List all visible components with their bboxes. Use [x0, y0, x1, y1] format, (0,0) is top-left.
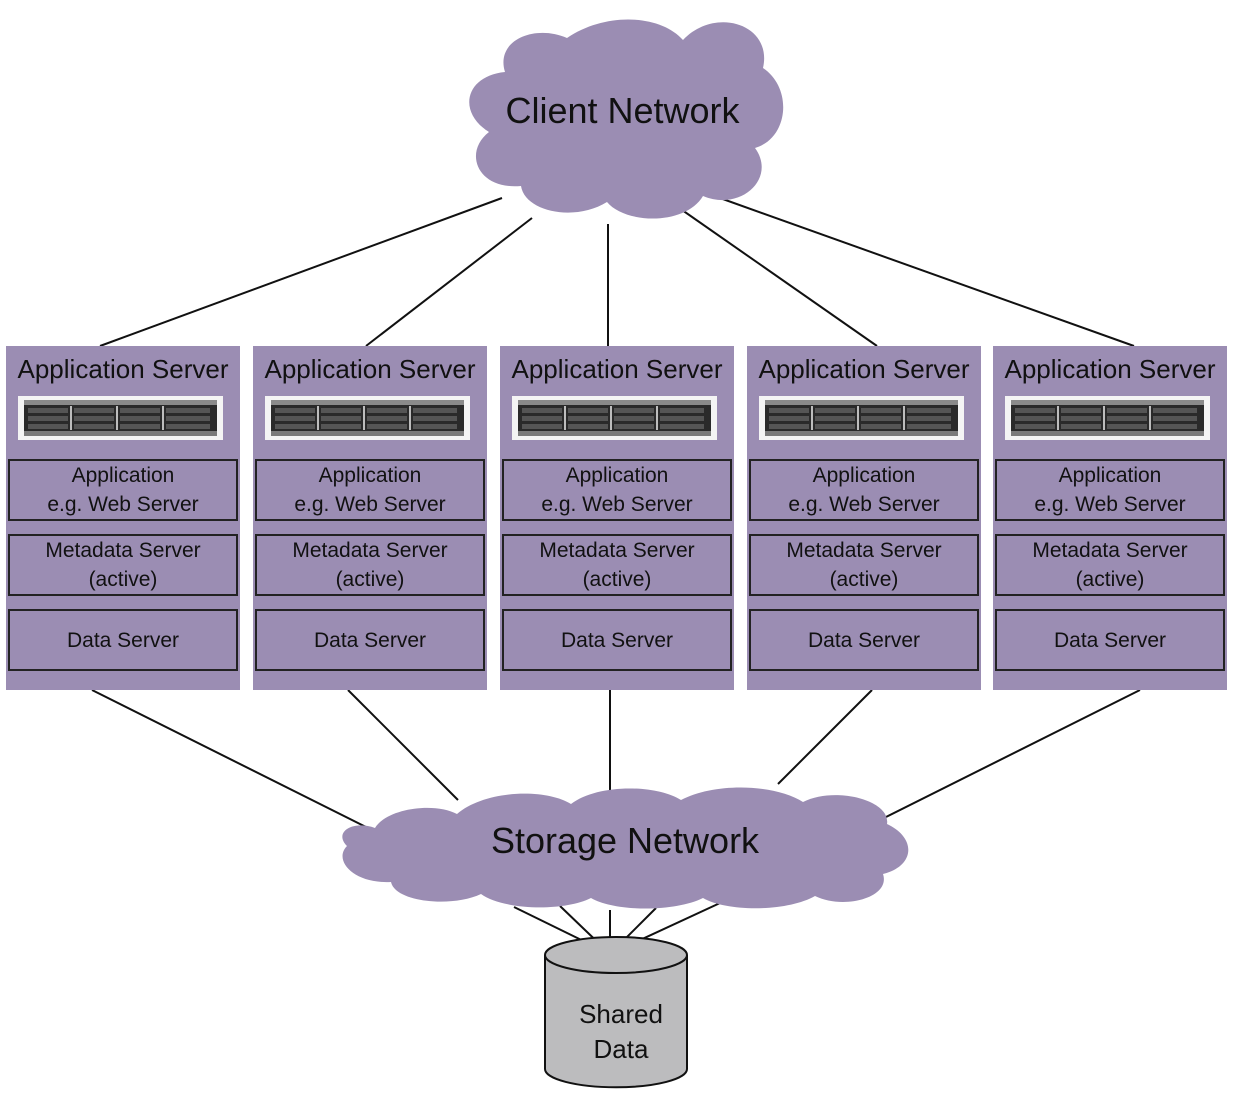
application-layer: Application e.g. Web Server	[995, 459, 1225, 521]
client-link-4	[661, 195, 878, 347]
application-layer: Application e.g. Web Server	[502, 459, 732, 521]
metadata-server-label: Metadata Server	[45, 539, 201, 562]
application-server-4: Application Server Application e.g. Web …	[747, 346, 981, 690]
application-server-2: Application Server Application e.g. Web …	[253, 346, 487, 690]
client-link-1	[99, 197, 503, 347]
data-server-layer: Data Server	[995, 609, 1225, 671]
metadata-server-status: (active)	[1075, 568, 1145, 591]
metadata-server-status: (active)	[582, 568, 652, 591]
data-server-layer: Data Server	[749, 609, 979, 671]
client-network-label: Client Network	[505, 90, 740, 131]
storage-network-label: Storage Network	[490, 820, 760, 861]
storage-link-2	[347, 689, 459, 801]
client-link-5	[705, 192, 1135, 347]
server-rack-icon	[265, 396, 470, 440]
server-rack-icon	[1005, 396, 1210, 440]
storage-link-5	[883, 689, 1141, 819]
application-label: Application	[565, 464, 669, 487]
metadata-server-layer: Metadata Server (active)	[255, 534, 485, 596]
application-example: e.g. Web Server	[541, 493, 693, 516]
metadata-server-label: Metadata Server	[292, 539, 448, 562]
metadata-server-status: (active)	[829, 568, 899, 591]
metadata-server-label: Metadata Server	[1032, 539, 1188, 562]
application-example: e.g. Web Server	[294, 493, 446, 516]
server-rack-icon	[18, 396, 223, 440]
data-server-label: Data Server	[313, 628, 427, 652]
data-server-layer: Data Server	[8, 609, 238, 671]
server-title: Application Server	[264, 354, 476, 384]
application-example: e.g. Web Server	[788, 493, 940, 516]
shared-label-line-1: Shared	[579, 999, 663, 1029]
server-rack-icon	[759, 396, 964, 440]
data-server-label: Data Server	[560, 628, 674, 652]
server-title: Application Server	[17, 354, 229, 384]
metadata-server-layer: Metadata Server (active)	[502, 534, 732, 596]
application-label: Application	[1058, 464, 1162, 487]
metadata-server-status: (active)	[335, 568, 405, 591]
application-label: Application	[318, 464, 422, 487]
storage-link-4	[777, 689, 873, 785]
application-layer: Application e.g. Web Server	[749, 459, 979, 521]
storage-network-cloud: Storage Network	[335, 780, 915, 910]
application-layer: Application e.g. Web Server	[255, 459, 485, 521]
application-server-1: Application Server Application e.g. Web …	[6, 346, 240, 690]
data-server-label: Data Server	[807, 628, 921, 652]
data-server-label: Data Server	[1053, 628, 1167, 652]
cloud-shape	[342, 787, 909, 909]
server-rack-icon	[512, 396, 717, 440]
metadata-server-layer: Metadata Server (active)	[995, 534, 1225, 596]
shared-label-line-2: Data	[593, 1034, 649, 1064]
client-link-2	[365, 217, 533, 347]
metadata-server-label: Metadata Server	[539, 539, 695, 562]
database-icon	[544, 936, 688, 1089]
application-label: Application	[71, 464, 175, 487]
data-server-layer: Data Server	[502, 609, 732, 671]
application-server-5: Application Server Application e.g. Web …	[993, 346, 1227, 690]
server-title: Application Server	[511, 354, 723, 384]
metadata-server-label: Metadata Server	[786, 539, 942, 562]
data-server-label: Data Server	[66, 628, 180, 652]
shared-data-label: Shared Data	[572, 997, 670, 1067]
data-server-layer: Data Server	[255, 609, 485, 671]
server-title: Application Server	[1004, 354, 1216, 384]
cloud-shape	[469, 19, 784, 219]
metadata-server-layer: Metadata Server (active)	[749, 534, 979, 596]
application-server-3: Application Server Application e.g. Web …	[500, 346, 734, 690]
client-network-cloud: Client Network	[455, 10, 790, 225]
shared-data-disk: Shared Data	[542, 935, 690, 1093]
storage-link-1	[91, 689, 373, 831]
metadata-server-layer: Metadata Server (active)	[8, 534, 238, 596]
application-example: e.g. Web Server	[1034, 493, 1186, 516]
application-example: e.g. Web Server	[47, 493, 199, 516]
metadata-server-status: (active)	[88, 568, 158, 591]
application-layer: Application e.g. Web Server	[8, 459, 238, 521]
server-title: Application Server	[758, 354, 970, 384]
application-label: Application	[812, 464, 916, 487]
